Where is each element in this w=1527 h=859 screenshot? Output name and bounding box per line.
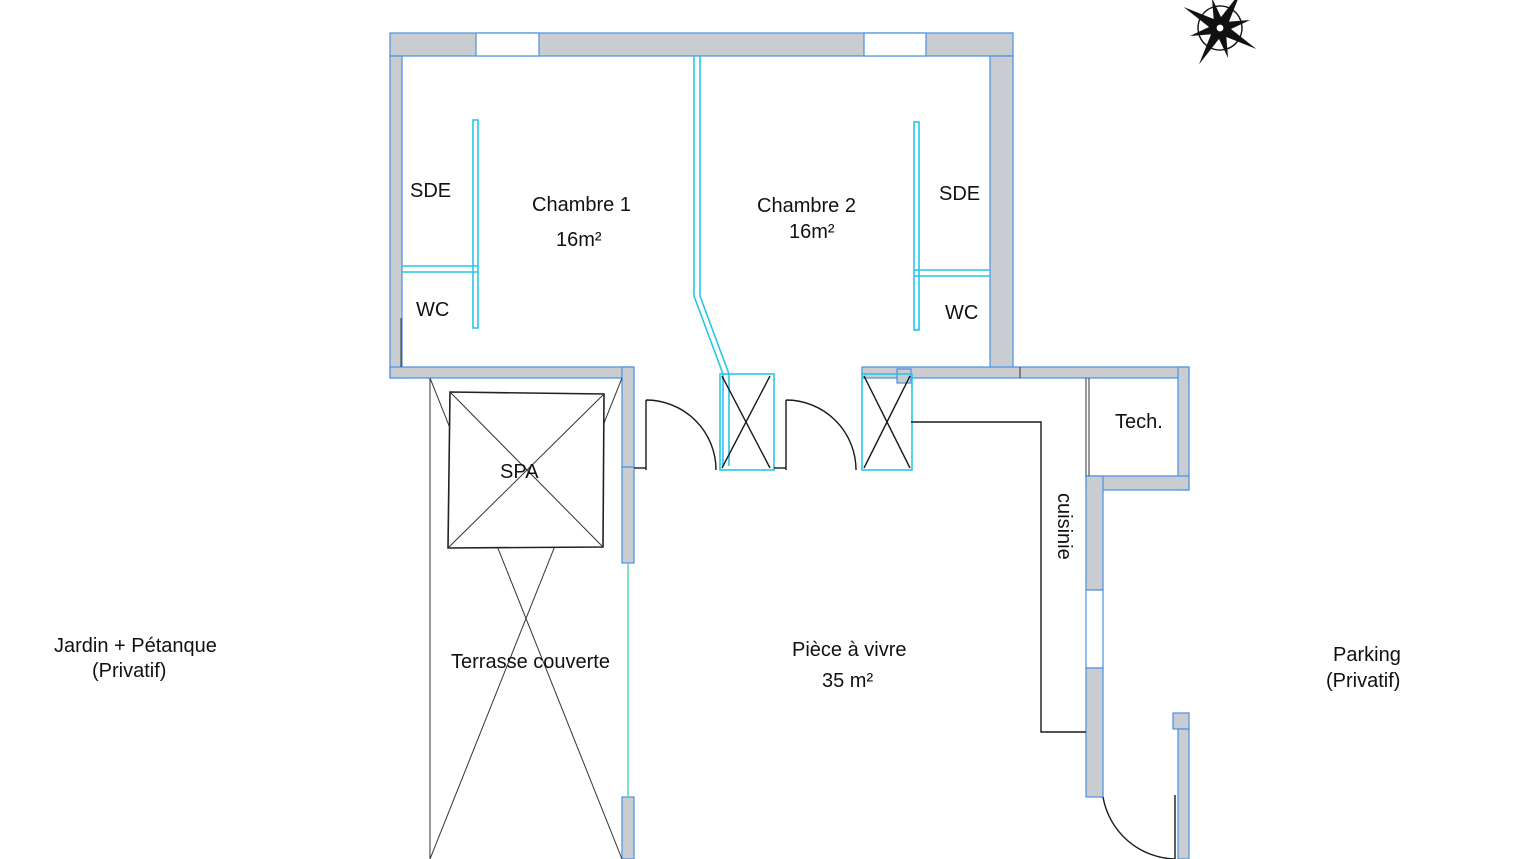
- kitchen-counter: [911, 421, 1086, 733]
- compass-rose-icon: [1183, 0, 1257, 65]
- label-chambre2-name: Chambre 2: [757, 195, 856, 217]
- room-labels: SDE WC Chambre 1 16m² Chambre 2 16m² SDE…: [54, 180, 1401, 692]
- label-spa: SPA: [500, 461, 539, 483]
- wall-tech-right: [1177, 366, 1190, 491]
- label-parking-line2: (Privatif): [1326, 670, 1400, 692]
- door-entrance: [1102, 795, 1176, 859]
- wall-living-right-lower: [1085, 667, 1104, 798]
- terrace: [429, 377, 623, 859]
- label-jardin-line2: (Privatif): [92, 660, 166, 682]
- door-bedroom2: [785, 399, 857, 471]
- window-top-left: [475, 32, 540, 57]
- partition-sde2-vertical: [913, 121, 920, 331]
- wall-right-bedrooms: [989, 55, 1014, 369]
- label-jardin-line1: Jardin + Pétanque: [54, 635, 217, 657]
- label-wc2: WC: [945, 302, 978, 324]
- partition-bedrooms-2: [699, 56, 730, 466]
- wall-top: [389, 32, 1014, 57]
- window-living-right: [1085, 589, 1104, 669]
- closet-1-outline: [719, 373, 775, 471]
- spa-cross-b: [447, 393, 605, 549]
- label-piece-area: 35 m²: [822, 670, 873, 692]
- wall-terrace-divider-mid: [621, 466, 635, 564]
- label-piece-name: Pièce à vivre: [792, 639, 907, 661]
- partition-sde1-vertical: [472, 119, 479, 329]
- label-tech: Tech.: [1115, 411, 1163, 433]
- label-wc1: WC: [416, 299, 449, 321]
- label-sde2: SDE: [939, 183, 980, 205]
- partition-bedrooms: [693, 56, 724, 466]
- label-sde1: SDE: [410, 180, 451, 202]
- wall-terrace-divider-top: [621, 366, 635, 468]
- label-chambre1-area: 16m²: [556, 229, 602, 251]
- wall-entrance-jamb: [1172, 712, 1190, 730]
- door-bedroom1: [645, 399, 717, 471]
- label-chambre1-name: Chambre 1: [532, 194, 631, 216]
- wall-left-bedrooms: [389, 55, 403, 379]
- label-terrasse: Terrasse couverte: [451, 651, 610, 673]
- wall-terrace-divider-bottom: [621, 796, 635, 859]
- closet-2-cross-b: [863, 375, 911, 469]
- closets: [721, 375, 911, 469]
- window-top-right: [863, 32, 927, 57]
- wall-entrance-post: [1177, 728, 1190, 859]
- spa-cross-a: [449, 391, 604, 548]
- wall-living-right: [1085, 475, 1104, 591]
- column-bedroom2: [896, 368, 912, 384]
- closet-1-cross-b: [721, 375, 771, 469]
- doors: [400, 318, 1176, 859]
- walls: [389, 32, 1190, 859]
- label-cuisine: cuisinie: [1053, 493, 1075, 560]
- label-parking-line1: Parking: [1333, 644, 1401, 666]
- label-chambre2-area: 16m²: [789, 221, 835, 243]
- wall-bedroom1-bottom: [389, 366, 635, 379]
